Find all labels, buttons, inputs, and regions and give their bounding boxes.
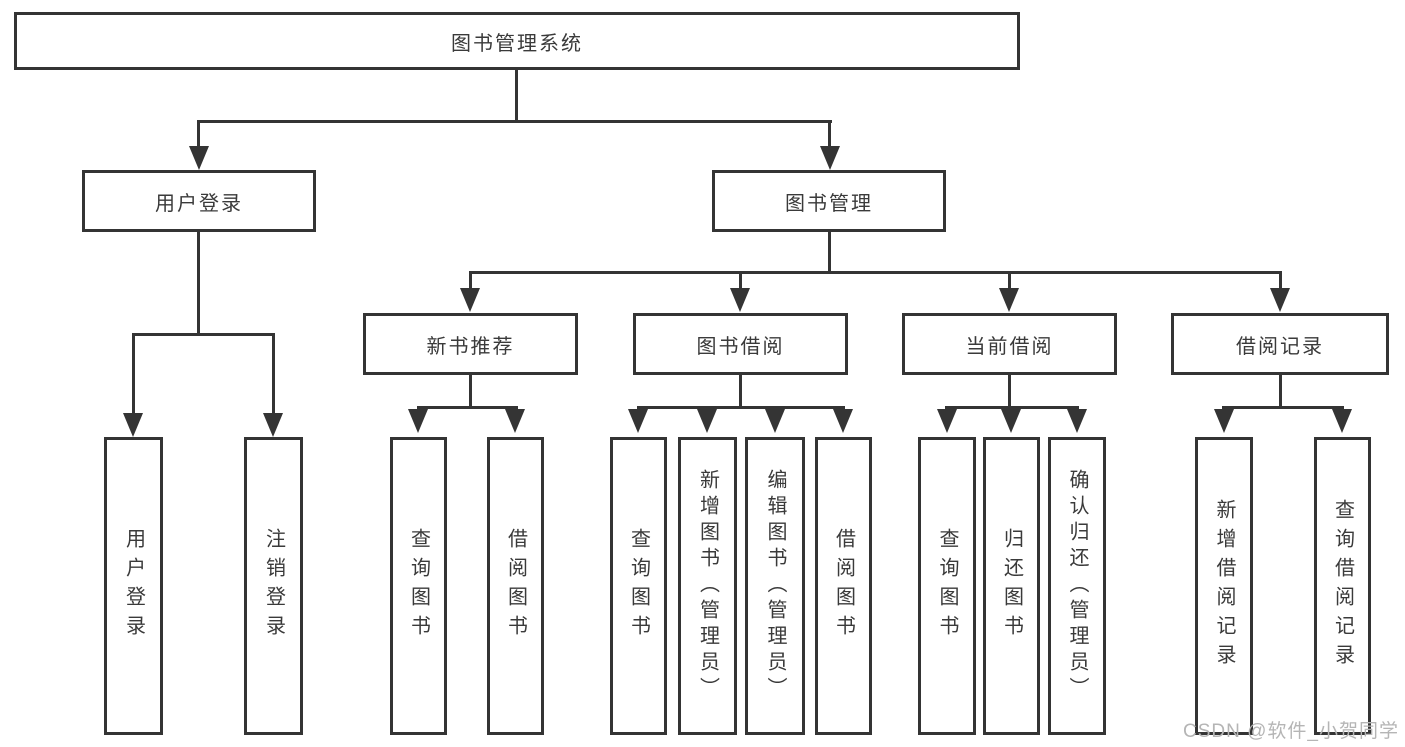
leaf-nb-query-books: 查询图书: [390, 437, 447, 735]
arrow-down-icon: [628, 409, 648, 433]
connector-user-login-stub: [197, 120, 200, 150]
connector-current-borrow-vline: [1008, 375, 1011, 408]
connector-book-mgmt-hbus: [469, 271, 1282, 274]
arrow-down-icon: [937, 409, 957, 433]
leaf-br-add-record-label: 新增借阅记录: [1213, 499, 1235, 673]
node-user-login: 用户登录: [82, 170, 316, 232]
connector-new-book-stub: [469, 271, 472, 289]
node-borrow-records-label: 借阅记录: [1236, 335, 1324, 358]
arrow-down-icon: [1067, 409, 1087, 433]
node-book-borrow-label: 图书借阅: [696, 335, 785, 358]
connector-user-login-hbus: [132, 333, 275, 336]
leaf-user-login: 用户登录: [104, 437, 163, 735]
node-new-book-rec-label: 新书推荐: [426, 335, 515, 358]
leaf-bb-edit-books-admin: 编辑图书（管理员）: [745, 437, 805, 735]
arrow-down-icon: [1270, 288, 1290, 312]
connector-book-mgmt-vline: [828, 232, 831, 273]
leaf-bb-edit-books-admin-label: 编辑图书（管理员）: [764, 469, 786, 703]
leaf-cb-return-books: 归还图书: [983, 437, 1040, 735]
node-user-login-label: 用户登录: [155, 192, 243, 215]
leaf-bb-query-books-label: 查询图书: [627, 528, 650, 644]
leaf-br-add-record: 新增借阅记录: [1195, 437, 1253, 735]
arrow-down-icon: [1214, 409, 1234, 433]
leaf-bb-query-books: 查询图书: [610, 437, 667, 735]
leaf-bb-add-books-admin-label: 新增图书（管理员）: [696, 469, 719, 703]
connector-current-borrow-hbus: [945, 406, 1079, 409]
leaf-nb-borrow-books: 借阅图书: [487, 437, 544, 735]
node-book-borrow: 图书借阅: [633, 313, 848, 375]
arrow-down-icon: [765, 409, 785, 433]
arrow-down-icon: [460, 288, 480, 312]
node-root: 图书管理系统: [14, 12, 1020, 70]
leaf-logout: 注销登录: [244, 437, 303, 735]
connector-book-borrow-stub: [739, 271, 742, 289]
leaf-cb-query-books: 查询图书: [918, 437, 976, 735]
connector-book-borrow-vline: [739, 375, 742, 408]
arrow-down-icon: [833, 409, 853, 433]
leaf-bb-borrow-books-label: 借阅图书: [832, 528, 855, 644]
arrow-down-icon: [1332, 409, 1352, 433]
arrow-down-icon: [697, 409, 717, 433]
leaf-nb-borrow-books-label: 借阅图书: [504, 528, 527, 644]
arrow-down-icon: [505, 409, 525, 433]
node-current-borrow: 当前借阅: [902, 313, 1117, 375]
arrow-down-icon: [189, 146, 209, 170]
connector-book-mgmt-stub: [828, 120, 831, 150]
node-root-label: 图书管理系统: [451, 32, 583, 55]
node-book-mgmt: 图书管理: [712, 170, 946, 232]
leaf-user-login-label: 用户登录: [122, 528, 145, 644]
connector-user-login-vline: [197, 232, 200, 335]
leaf-nb-query-books-label: 查询图书: [407, 528, 430, 644]
node-new-book-rec: 新书推荐: [363, 313, 578, 375]
arrow-down-icon: [263, 413, 283, 437]
connector-login-stub: [132, 333, 135, 415]
leaf-cb-confirm-return-admin: 确认归还（管理员）: [1048, 437, 1106, 735]
connector-new-book-hbus: [417, 406, 518, 409]
connector-current-borrow-stub: [1008, 271, 1011, 289]
node-current-borrow-label: 当前借阅: [965, 335, 1054, 358]
csdn-watermark: CSDN @软件_小贺同学: [1183, 721, 1399, 742]
leaf-br-query-record-label: 查询借阅记录: [1331, 499, 1354, 673]
connector-book-borrow-hbus: [637, 406, 845, 409]
leaf-bb-add-books-admin: 新增图书（管理员）: [678, 437, 737, 735]
connector-borrow-records-vline: [1279, 375, 1282, 408]
arrow-down-icon: [1001, 409, 1021, 433]
leaf-cb-return-books-label: 归还图书: [1000, 528, 1023, 644]
arrow-down-icon: [408, 409, 428, 433]
arrow-down-icon: [820, 146, 840, 170]
node-borrow-records: 借阅记录: [1171, 313, 1389, 375]
node-book-mgmt-label: 图书管理: [785, 192, 873, 215]
arrow-down-icon: [123, 413, 143, 437]
leaf-bb-borrow-books: 借阅图书: [815, 437, 872, 735]
connector-new-book-vline: [469, 375, 472, 408]
connector-borrow-records-stub: [1279, 271, 1282, 289]
leaf-cb-query-books-label: 查询图书: [936, 528, 958, 644]
connector-root-vline: [515, 70, 518, 120]
leaf-br-query-record: 查询借阅记录: [1314, 437, 1371, 735]
leaf-logout-label: 注销登录: [262, 528, 285, 644]
arrow-down-icon: [730, 288, 750, 312]
arrow-down-icon: [999, 288, 1019, 312]
leaf-cb-confirm-return-admin-label: 确认归还（管理员）: [1066, 469, 1088, 703]
connector-logout-stub: [272, 333, 275, 415]
connector-root-hbus: [197, 120, 832, 123]
connector-borrow-records-hbus: [1222, 406, 1344, 409]
